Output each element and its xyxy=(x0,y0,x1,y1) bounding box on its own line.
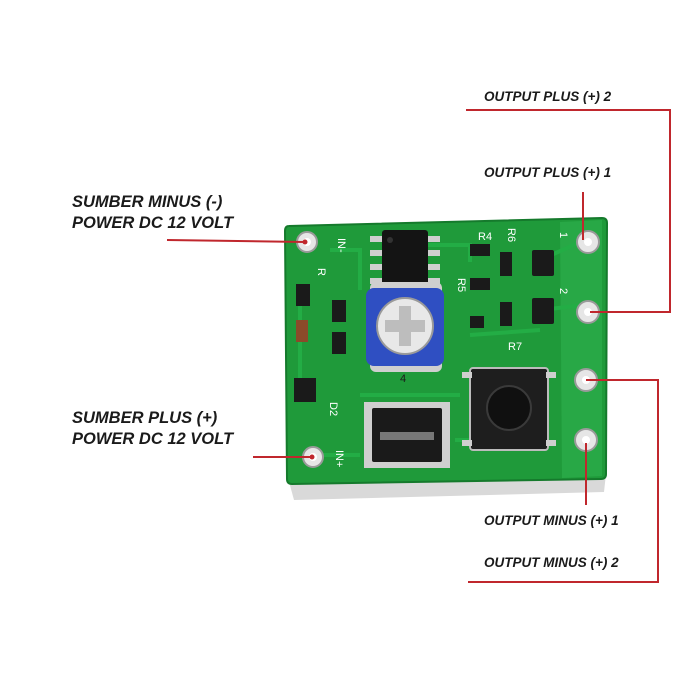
label-sumber-plus-line2: POWER DC 12 VOLT xyxy=(72,430,234,448)
line-output-plus-2 xyxy=(466,109,671,313)
silk-r4: R4 xyxy=(478,231,492,243)
label-sumber-minus-line1: SUMBER MINUS (-) xyxy=(72,193,223,211)
silk-in-plus: IN+ xyxy=(333,450,345,467)
label-output-plus-2: OUTPUT PLUS (+) 2 xyxy=(484,89,612,104)
label-output-minus-2: OUTPUT MINUS (+) 2 xyxy=(484,555,619,570)
silk-r5: R5 xyxy=(455,278,467,292)
line-sumber-minus xyxy=(166,239,306,243)
silk-r7: R7 xyxy=(508,341,522,353)
callout-lines xyxy=(166,109,671,583)
ic-chip xyxy=(370,230,440,288)
pcb-edge-strip xyxy=(560,220,602,478)
silk-trim-4: 4 xyxy=(400,373,406,385)
label-sumber-plus: SUMBER PLUS (+) POWER DC 12 VOLT xyxy=(72,408,233,450)
silk-in-minus: IN- xyxy=(335,238,347,253)
label-sumber-minus: SUMBER MINUS (-) POWER DC 12 VOLT xyxy=(72,192,233,234)
label-output-plus-1: OUTPUT PLUS (+) 1 xyxy=(484,165,612,180)
label-output-minus-1: OUTPUT MINUS (+) 1 xyxy=(484,513,619,528)
smd-components xyxy=(294,244,554,402)
smd-diode xyxy=(364,402,450,468)
silkscreen-text: IN- IN+ R4 R6 R5 R7 R D2 1 2 4 xyxy=(315,228,569,467)
label-sumber-minus-line2: POWER DC 12 VOLT xyxy=(72,214,234,232)
silk-pad-2: 2 xyxy=(557,288,569,294)
label-sumber-plus-line1: SUMBER PLUS (+) xyxy=(72,409,218,427)
silk-r1: R xyxy=(315,268,327,276)
push-button xyxy=(462,367,556,451)
silk-pad-1: 1 xyxy=(557,232,569,238)
trimmer-potentiometer xyxy=(366,282,444,372)
line-output-minus-2 xyxy=(468,379,659,583)
silk-d2: D2 xyxy=(327,402,339,416)
silk-r6: R6 xyxy=(505,228,517,242)
